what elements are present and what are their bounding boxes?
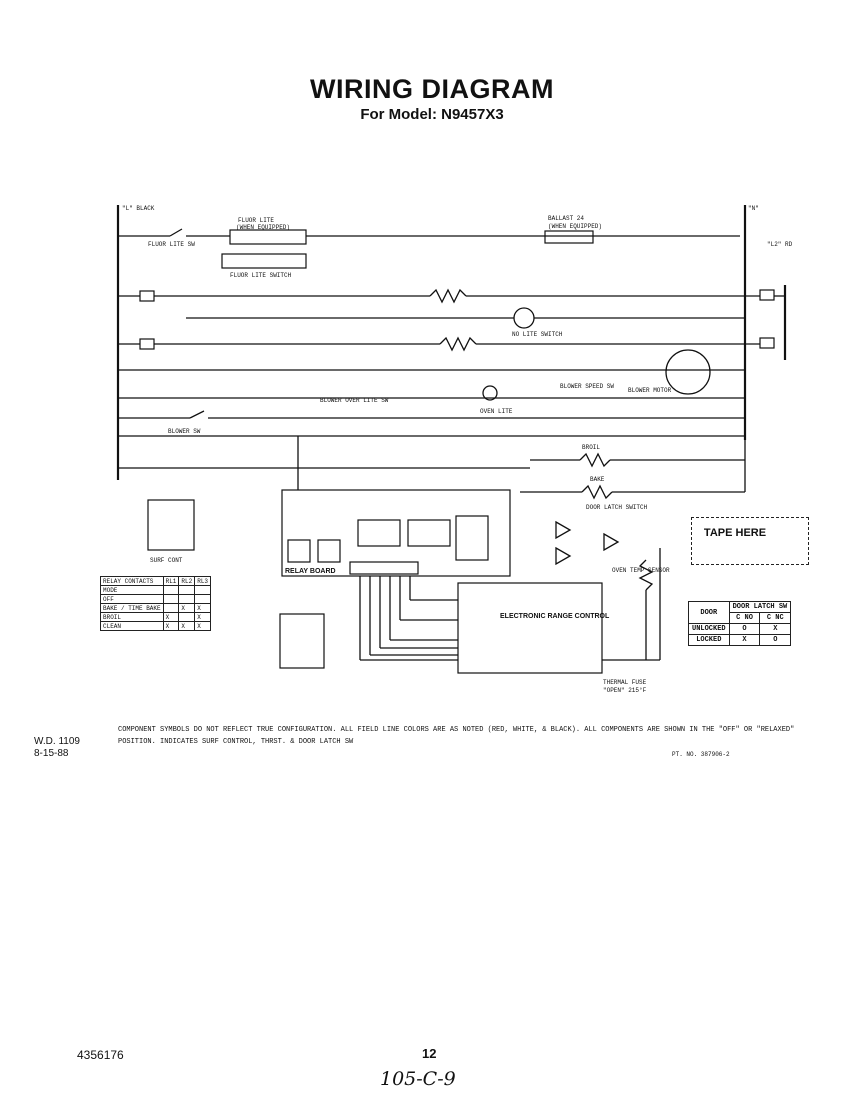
l1-label: "L" BLACK: [122, 205, 155, 212]
rt-head-rl1: RL1: [162, 576, 180, 586]
rt-cell: X: [194, 603, 212, 613]
door-latch-table: DOOR DOOR LATCH SW C NO C NC UNLOCKED O …: [688, 601, 792, 646]
surf-cont-label: SURF CONT: [150, 557, 183, 564]
relay-board-label: RELAY BOARD: [285, 568, 336, 575]
rt-head-rl2: RL2: [178, 576, 196, 586]
rt-cell: X: [194, 621, 212, 631]
bake-label: BAKE: [590, 476, 605, 483]
rt-cell: X: [162, 621, 180, 631]
ballast-equipped: (WHEN EQUIPPED): [548, 223, 602, 230]
erc-label: ELECTRONIC RANGE CONTROL: [500, 613, 610, 620]
rt-mode: MODE: [100, 585, 164, 595]
blower-over-lite-label: BLOWER OVER LITE SW: [320, 397, 389, 404]
dt-cell: X: [728, 634, 761, 646]
tape-here-label: TAPE HERE: [703, 527, 767, 539]
door-latch-switch-label: DOOR LATCH SWITCH: [586, 504, 648, 511]
rt-head-contacts: RELAY CONTACTS: [100, 576, 164, 586]
fluor-lite-switch-label: FLUOR LITE SWITCH: [230, 272, 292, 279]
oven-temp-sensor-label: OVEN TEMP SENSOR: [612, 567, 670, 574]
blower-motor-label: BLOWER MOTOR: [628, 387, 672, 394]
dt-sub-nc: C NC: [759, 612, 792, 624]
thermal-fuse-open-label: "OPEN" 215°F: [603, 687, 647, 694]
oven-lite-bulb: [513, 307, 535, 329]
dt-state: UNLOCKED: [688, 623, 730, 635]
rt-mode: BROIL: [100, 612, 164, 622]
rt-head-rl3: RL3: [194, 576, 212, 586]
oven-lite-switch-label: NO LITE SWITCH: [512, 331, 563, 338]
blower-speed-label: BLOWER SPEED SW: [560, 383, 614, 390]
rt-cell: X: [194, 612, 212, 622]
rt-cell: X: [178, 621, 196, 631]
fluor-lite-tube: [229, 229, 307, 245]
thermal-fuse-label: THERMAL FUSE: [603, 679, 647, 686]
rt-cell: [194, 594, 212, 604]
rt-cell: [178, 612, 196, 622]
relay-board: [281, 489, 511, 577]
dt-state: LOCKED: [688, 634, 730, 646]
page-number: 12: [422, 1046, 437, 1061]
handwritten-code: 105-C-9: [380, 1068, 456, 1090]
rt-mode: BAKE / TIME BAKE: [100, 603, 164, 613]
wd-number: W.D. 1109: [34, 736, 80, 747]
rt-cell: [162, 603, 180, 613]
part-number: PT. NO. 387906-2: [672, 751, 730, 758]
wd-date: 8-15-88: [34, 748, 69, 759]
diagram-title: WIRING DIAGRAM: [310, 74, 554, 104]
door-latch-sw-symbol: [555, 520, 572, 540]
relay-contacts-table: RELAY CONTACTS RL1 RL2 RL3 MODE OFF BAKE…: [100, 576, 212, 631]
dt-cell: X: [759, 623, 792, 635]
oven-lite-label: OVEN LITE: [480, 408, 513, 415]
rt-cell: [162, 594, 180, 604]
dt-cell: O: [759, 634, 792, 646]
oven-lite-2: [482, 385, 498, 401]
blower-motor: [665, 349, 711, 395]
rt-mode: CLEAN: [100, 621, 164, 631]
l2-label: "L2" RD: [767, 241, 793, 248]
rt-cell: [194, 585, 212, 595]
electronic-range-control: [457, 582, 603, 674]
rt-cell: [162, 585, 180, 595]
broil-label: BROIL: [582, 444, 600, 451]
dt-cell: O: [728, 623, 761, 635]
rt-mode: OFF: [100, 594, 164, 604]
rt-cell: X: [178, 603, 196, 613]
fluor-lite-label: FLUOR LITE: [238, 217, 274, 224]
component-note: COMPONENT SYMBOLS DO NOT REFLECT TRUE CO…: [118, 726, 795, 746]
rt-cell: [178, 585, 196, 595]
ballast-label: BALLAST 24: [548, 215, 584, 222]
dt-head-switch: DOOR LATCH SW: [728, 601, 792, 613]
rt-cell: [178, 594, 196, 604]
rt-cell: X: [162, 612, 180, 622]
footer-doc-number: 4356176: [77, 1048, 124, 1062]
fluor-lite-equipped: (WHEN EQUIPPED): [236, 224, 290, 231]
blower-sw-label: BLOWER SW: [168, 428, 201, 435]
model-subtitle: For Model: N9457X3: [360, 106, 504, 123]
ballast: [544, 230, 594, 244]
dt-head-door: DOOR: [688, 601, 730, 624]
tape-here-box: [691, 517, 809, 565]
dt-sub-no: C NO: [728, 612, 761, 624]
fluor-lite-sw-label: FLUOR LITE SW: [148, 241, 195, 248]
n-label: "N": [748, 205, 759, 212]
